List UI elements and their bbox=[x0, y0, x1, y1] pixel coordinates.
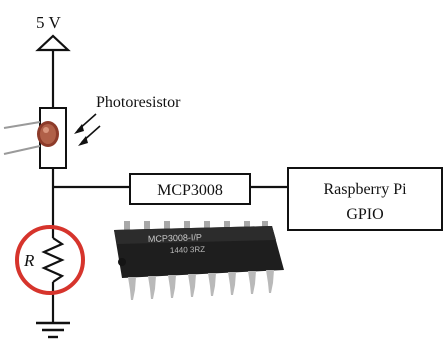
raspberry-pi-gpio-label: GPIO bbox=[346, 206, 383, 223]
supply-label: 5 V bbox=[36, 13, 61, 32]
photoresistor-label: Photoresistor bbox=[96, 94, 181, 111]
mcp3008-chip-image: MCP3008-I/P 1440 3RZ bbox=[114, 221, 284, 300]
chip-marking-line2: 1440 3RZ bbox=[170, 245, 206, 255]
resistor-label: R bbox=[23, 251, 35, 270]
photoresistor-component bbox=[3, 121, 59, 155]
ground-icon bbox=[36, 321, 70, 339]
supply-arrow-icon bbox=[35, 34, 71, 52]
raspberry-pi-box bbox=[287, 167, 443, 231]
adc-label: MCP3008 bbox=[157, 182, 223, 199]
raspberry-pi-label: Raspberry Pi bbox=[323, 181, 407, 198]
resistor-highlight-circle bbox=[15, 225, 85, 295]
chip-marking-line1: MCP3008-I/P bbox=[148, 232, 202, 244]
light-arrows-icon bbox=[74, 113, 101, 146]
resistor-symbol bbox=[41, 228, 65, 323]
adc-box bbox=[129, 173, 251, 205]
